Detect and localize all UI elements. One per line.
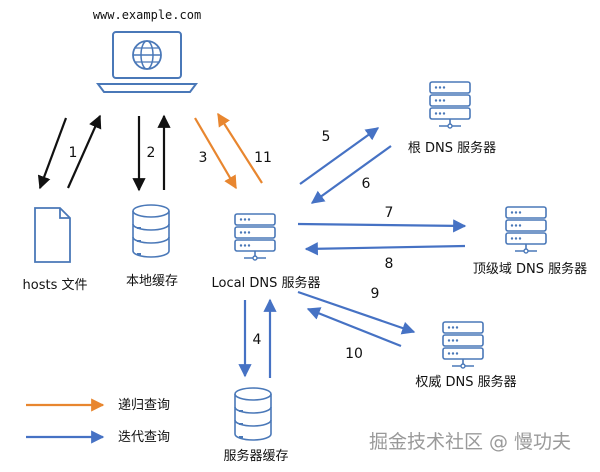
- step-label-11: 11: [254, 150, 272, 166]
- arrow-step-10: [306, 307, 402, 348]
- root-dns-label: 根 DNS 服务器: [408, 140, 496, 156]
- arrow-step-8: [304, 242, 466, 256]
- arrow-step-6: [310, 145, 392, 204]
- server-cache-database-icon: [234, 387, 272, 441]
- tld-dns-label: 顶级域 DNS 服务器: [473, 261, 587, 277]
- step-label-3: 3: [199, 150, 208, 166]
- local-dns-label: Local DNS 服务器: [212, 275, 321, 291]
- arrow-step-11: [217, 112, 263, 184]
- server-cache-label: 服务器缓存: [223, 448, 288, 464]
- local-dns-server-icon: [234, 213, 276, 261]
- legend: 递归查询 迭代查询: [26, 398, 170, 445]
- root-dns-server-icon: [429, 81, 471, 129]
- step-label-7: 7: [385, 205, 394, 221]
- step-label-9: 9: [371, 286, 380, 302]
- arrow-step-9: [297, 290, 416, 335]
- local-cache-label: 本地缓存: [126, 274, 178, 289]
- watermark: 掘金技术社区 @ 慢功夫: [369, 431, 571, 453]
- file-icon: [34, 207, 71, 263]
- legend-iterative-label: 迭代查询: [118, 430, 170, 445]
- auth-dns-label: 权威 DNS 服务器: [415, 374, 516, 390]
- step-label-4: 4: [253, 332, 262, 348]
- local-cache-database-icon: [132, 204, 170, 258]
- arrow-step-1-down: [37, 117, 68, 190]
- tld-dns-server-icon: [505, 206, 547, 254]
- step-label-5: 5: [322, 129, 331, 145]
- arrow-step-5: [299, 127, 380, 185]
- step-label-1: 1: [69, 145, 78, 161]
- auth-dns-server-icon: [442, 321, 484, 369]
- step-label-6: 6: [362, 176, 371, 192]
- step-label-8: 8: [385, 256, 394, 272]
- arrow-step-7: [297, 219, 467, 233]
- url-label: www.example.com: [93, 8, 201, 22]
- arrow-step-1-up: [66, 114, 102, 189]
- hosts-label: hosts 文件: [23, 278, 88, 293]
- step-label-10: 10: [345, 346, 363, 362]
- step-label-2: 2: [147, 145, 156, 161]
- laptop-icon: [96, 31, 198, 93]
- arrow-step-3: [194, 117, 237, 190]
- legend-recursive-label: 递归查询: [118, 398, 170, 413]
